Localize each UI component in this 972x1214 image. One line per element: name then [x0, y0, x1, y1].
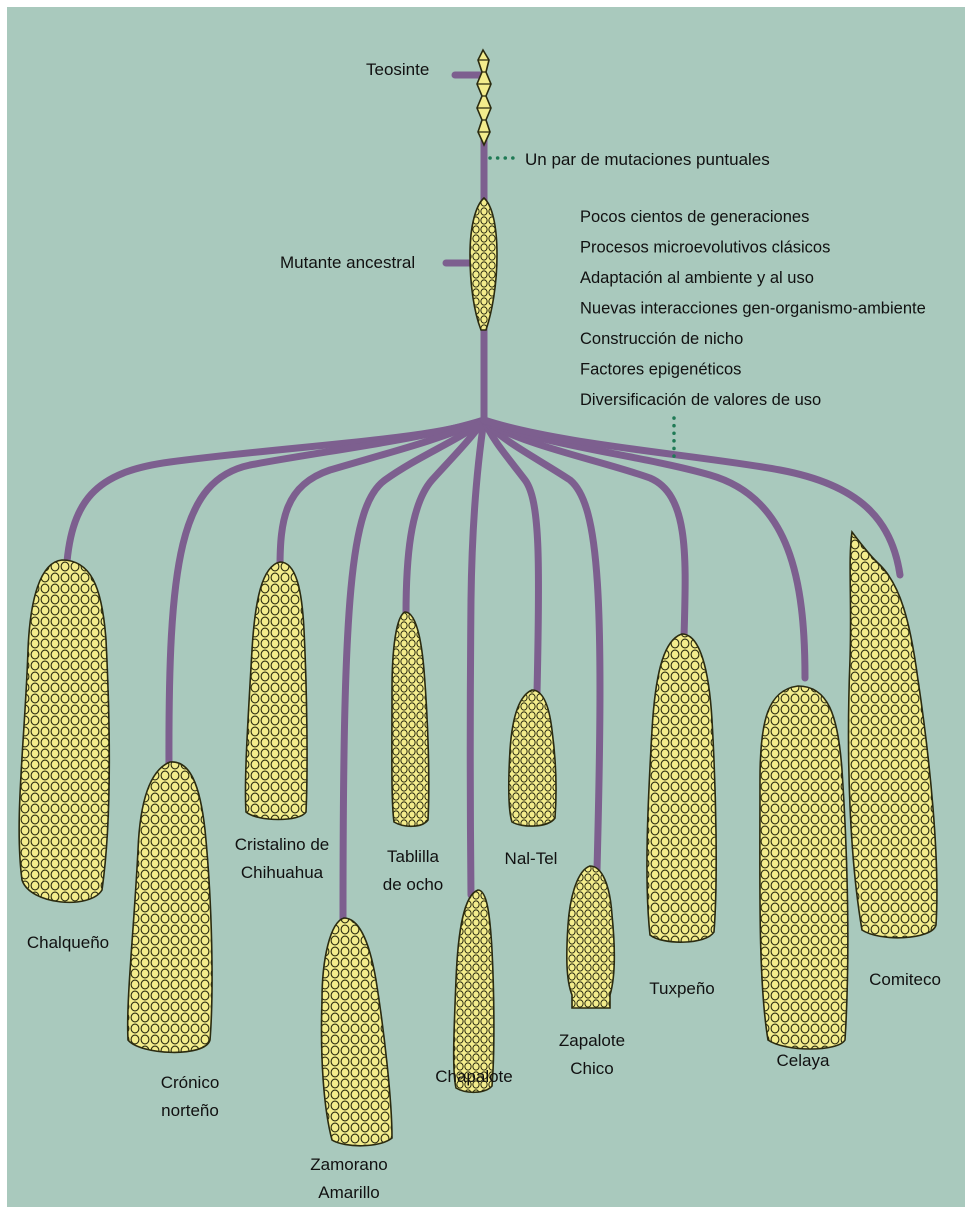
race-label: Tuxpeño — [649, 979, 715, 998]
race-label: Zamorano — [310, 1155, 387, 1174]
process-item: Factores epigenéticos — [580, 361, 741, 379]
race-label: de ocho — [383, 875, 444, 894]
process-item: Procesos microevolutivos clásicos — [580, 239, 830, 257]
race-label: Chico — [570, 1059, 613, 1078]
teosinte-label: Teosinte — [366, 60, 429, 79]
race-label: norteño — [161, 1101, 219, 1120]
race-label: Comiteco — [869, 970, 941, 989]
cob-chalqueno — [19, 560, 109, 902]
process-item: Nuevas interacciones gen-organismo-ambie… — [580, 300, 926, 318]
cob-celaya — [760, 686, 848, 1049]
race-label: Nal-Tel — [505, 849, 558, 868]
race-label: Amarillo — [318, 1183, 379, 1202]
race-label: Cristalino de — [235, 835, 330, 854]
mutation-note: Un par de mutaciones puntuales — [525, 150, 770, 169]
process-item: Pocos cientos de generaciones — [580, 208, 809, 226]
race-label: Chapalote — [435, 1067, 513, 1086]
race-label: Chalqueño — [27, 933, 109, 952]
process-item: Diversificación de valores de uso — [580, 391, 821, 409]
process-item: Construcción de nicho — [580, 330, 743, 348]
race-label: Celaya — [777, 1051, 830, 1070]
cob-tuxpeno — [647, 634, 716, 942]
race-label: Chihuahua — [241, 863, 324, 882]
race-label: Crónico — [161, 1073, 220, 1092]
race-label: Tablilla — [387, 847, 440, 866]
race-label: Zapalote — [559, 1031, 625, 1050]
ancestral-label: Mutante ancestral — [280, 253, 415, 272]
process-item: Adaptación al ambiente y al uso — [580, 269, 814, 287]
cob-zapalote — [567, 866, 615, 1008]
